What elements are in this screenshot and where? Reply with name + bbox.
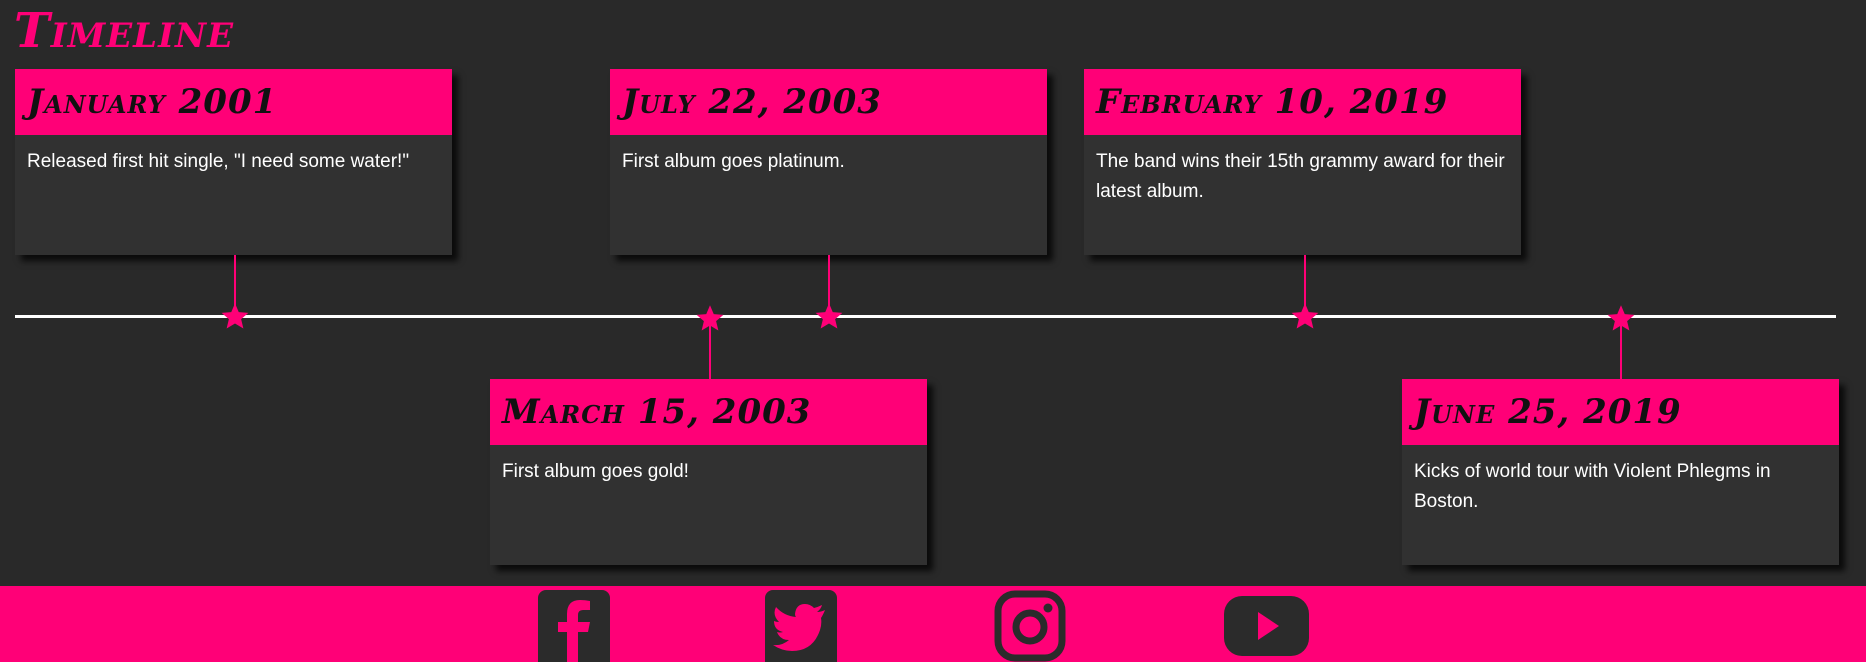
event-description: Kicks of world tour with Violent Phlegms… (1414, 461, 1771, 512)
event-date: January 2001 (27, 82, 278, 122)
youtube-icon[interactable] (1223, 590, 1310, 662)
twitter-icon[interactable] (765, 590, 837, 662)
event-date: February 10, 2019 (1096, 82, 1449, 122)
event-description: Released first hit single, "I need some … (27, 151, 410, 172)
event-card-4: February 10, 2019 The band wins their 15… (1084, 69, 1521, 255)
event-connector (709, 317, 711, 379)
star-icon (1607, 305, 1635, 331)
section-title: Timeline (14, 3, 234, 59)
facebook-icon[interactable] (538, 590, 610, 662)
event-connector (828, 255, 830, 316)
footer (0, 586, 1866, 662)
star-icon (696, 305, 724, 331)
event-card-5: June 25, 2019 Kicks of world tour with V… (1402, 379, 1839, 565)
event-connector (1304, 255, 1306, 316)
star-icon (1291, 303, 1319, 329)
event-description: First album goes platinum. (622, 151, 845, 172)
instagram-icon[interactable] (994, 590, 1066, 662)
event-connector (234, 255, 236, 316)
event-card-2: March 15, 2003 First album goes gold! (490, 379, 927, 565)
event-card-3: July 22, 2003 First album goes platinum. (610, 69, 1047, 255)
event-card-header: March 15, 2003 (490, 379, 927, 445)
event-date: June 25, 2019 (1414, 392, 1682, 432)
star-icon (815, 303, 843, 329)
event-date: July 22, 2003 (622, 82, 882, 122)
event-description: First album goes gold! (502, 461, 689, 482)
event-card-header: January 2001 (15, 69, 452, 135)
timeline-line (15, 315, 1836, 318)
event-card-header: June 25, 2019 (1402, 379, 1839, 445)
event-card-header: February 10, 2019 (1084, 69, 1521, 135)
star-icon (221, 303, 249, 329)
event-card-1: January 2001 Released first hit single, … (15, 69, 452, 255)
event-description: The band wins their 15th grammy award fo… (1096, 151, 1505, 202)
event-date: March 15, 2003 (502, 392, 812, 432)
event-connector (1620, 317, 1622, 379)
event-card-header: July 22, 2003 (610, 69, 1047, 135)
